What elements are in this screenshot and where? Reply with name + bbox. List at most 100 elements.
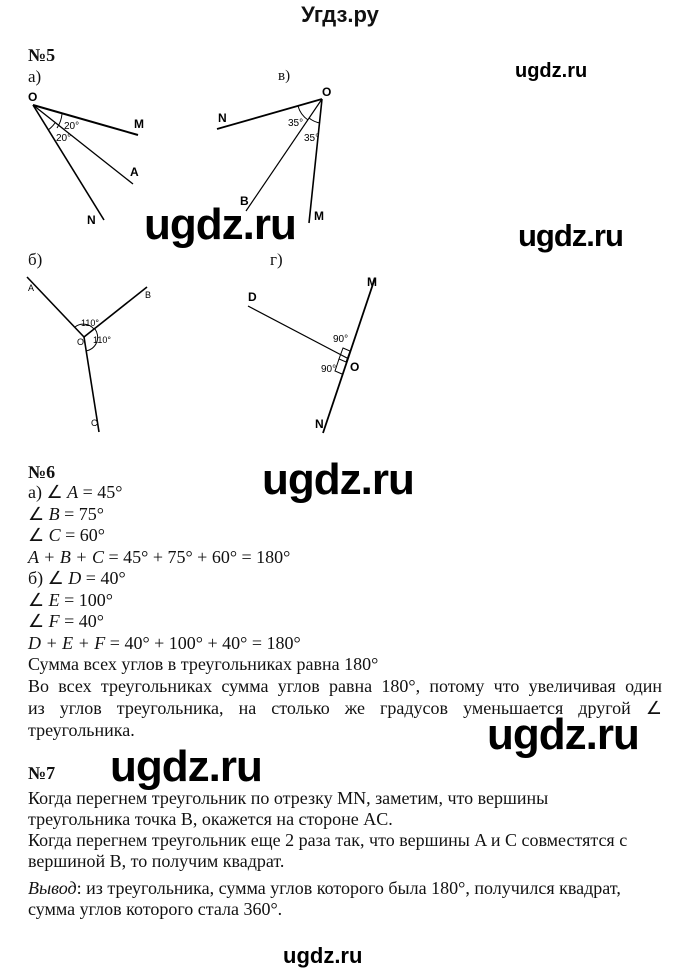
task7-line: треугольника точка B, окажется на сторон… <box>28 809 393 829</box>
task6-heading: №6 <box>28 462 56 482</box>
ray-om <box>308 98 323 224</box>
watermark: ugdz.ru <box>110 742 263 791</box>
task6-explanation-line: треугольника. <box>28 720 135 740</box>
point-label: M <box>367 275 377 289</box>
watermark: ugdz.ru <box>487 710 640 759</box>
point-label: A <box>130 165 139 179</box>
watermark: ugdz.ru <box>144 200 297 249</box>
equation-pre: а) ∠ <box>28 482 68 502</box>
ray-oa <box>26 276 85 338</box>
ray-om <box>32 104 139 136</box>
point-label: M <box>314 209 324 223</box>
equation-rest: = 40° <box>81 568 126 588</box>
line-mn <box>322 277 376 434</box>
right-angle-mark <box>334 358 343 375</box>
angle-label: 35° <box>288 118 303 129</box>
task5-heading: №5 <box>28 45 56 65</box>
angle-arc <box>74 323 95 330</box>
diagram-a <box>32 104 139 221</box>
equation-var: C <box>48 525 61 545</box>
equation-rest: = 60° <box>60 525 106 545</box>
task6-equation-line: ∠ C = 60° <box>28 525 105 545</box>
equation-pre: б) ∠ <box>28 568 69 588</box>
point-label: B <box>240 194 249 208</box>
point-label: N <box>315 417 324 431</box>
task7-line: Когда перегнем треугольник еще 2 раза та… <box>28 830 628 850</box>
angle-label: 110° <box>81 318 99 328</box>
equation-var: A <box>67 482 79 502</box>
equation-pre: ∠ <box>28 525 49 545</box>
equation-rest: = 40° + 100° + 40° = 180° <box>105 633 301 653</box>
point-label: A <box>28 283 34 293</box>
task6-equation-line: A + B + C = 45° + 75° + 60° = 180° <box>28 547 290 567</box>
angle-arc <box>308 117 321 124</box>
equation-rest: = 45° + 75° + 60° = 180° <box>103 547 291 567</box>
watermark: ugdz.ru <box>262 455 415 504</box>
task7-conclusion-line: сумма углов которого стала 360°. <box>28 899 283 919</box>
diagram-b <box>26 276 148 433</box>
angle-label: 20° <box>56 133 71 144</box>
angle-label: 90° <box>321 364 336 375</box>
point-label: C <box>91 418 98 428</box>
equation-var: E <box>48 590 60 610</box>
point-label: N <box>218 111 227 125</box>
ray-oc <box>83 336 100 433</box>
watermark: ugdz.ru <box>283 943 363 968</box>
point-label: O <box>77 337 84 347</box>
task7-line: Когда перегнем треугольник по отрезку MN… <box>28 788 549 808</box>
equation-rest: = 100° <box>59 590 113 610</box>
angle-arc <box>297 105 309 121</box>
point-label: O <box>28 90 37 104</box>
diagram-v <box>216 98 323 224</box>
part-a-label: а) <box>28 67 42 86</box>
ray-ob <box>83 286 148 338</box>
angle-arc <box>85 328 99 352</box>
watermark: ugdz.ru <box>515 60 588 82</box>
conclusion-text: : из треугольника, сумма углов которого … <box>76 878 621 898</box>
task6-equation-line: а) ∠ A = 45° <box>28 482 122 502</box>
equation-pre: ∠ <box>28 504 49 524</box>
task6-equation-line: ∠ B = 75° <box>28 504 104 524</box>
task6-equation-line: ∠ E = 100° <box>28 590 113 610</box>
task6-equation-line: б) ∠ D = 40° <box>28 568 126 588</box>
equation-var: A + B + C <box>28 547 104 567</box>
equation-var: D + E + F <box>28 633 106 653</box>
equation-rest: = 45° <box>78 482 123 502</box>
angle-label: 110° <box>93 335 111 345</box>
point-label: D <box>248 290 257 304</box>
task6-explanation-line: Во всех треугольниках сумма углов равна … <box>28 676 662 696</box>
right-angle-mark <box>338 347 351 363</box>
task6-summary: Сумма всех углов в треугольниках равна 1… <box>28 654 379 674</box>
watermark: ugdz.ru <box>518 218 624 253</box>
equation-rest: = 75° <box>59 504 104 524</box>
ray-ob <box>245 98 323 212</box>
equation-var: F <box>48 611 60 631</box>
point-label: M <box>134 117 144 131</box>
angle-arc <box>56 113 63 129</box>
part-b-label: б) <box>28 250 43 269</box>
part-g-label: г) <box>270 250 283 269</box>
task6-equation-line: ∠ F = 40° <box>28 611 104 631</box>
task6-explanation-line: из углов треугольника, на столько же гра… <box>28 698 662 718</box>
point-label: O <box>322 85 331 99</box>
part-v-label: в) <box>278 68 291 84</box>
ray-on <box>216 98 323 130</box>
diagram-g <box>247 277 376 434</box>
equation-pre: ∠ <box>28 611 49 631</box>
ray-oa <box>32 104 134 185</box>
angle-arc <box>47 122 56 131</box>
equation-var: B <box>48 504 60 524</box>
task7-conclusion: Вывод: из треугольника, сумма углов кото… <box>28 878 621 898</box>
point-label: N <box>87 213 96 227</box>
equation-rest: = 40° <box>59 611 104 631</box>
angle-label: 35° <box>304 133 319 144</box>
angle-label: 20° <box>64 121 79 132</box>
ray-od <box>247 305 348 359</box>
site-title: Угдз.ру <box>301 2 379 27</box>
task7-line: вершиной B, то получим квадрат. <box>28 851 285 871</box>
task7-heading: №7 <box>28 763 56 783</box>
point-label: B <box>145 290 151 300</box>
ray-on <box>32 104 105 221</box>
equation-var: D <box>68 568 82 588</box>
